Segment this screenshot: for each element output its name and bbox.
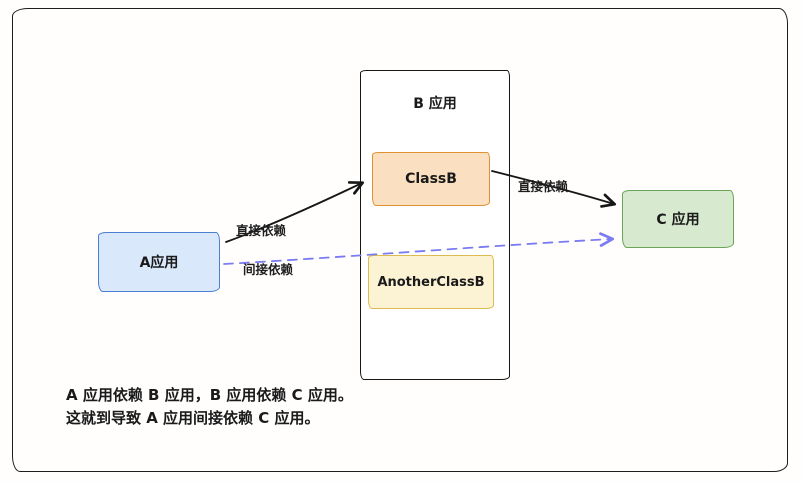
edge-label-a-to-c: 间接依赖 (243, 262, 294, 277)
caption: A 应用依赖 B 应用，B 应用依赖 C 应用。 这就到导致 A 应用间接依赖 … (66, 384, 353, 430)
node-class-b-label: ClassB (405, 171, 457, 187)
container-b-title: B 应用 (413, 96, 457, 112)
caption-line-2: 这就到导致 A 应用间接依赖 C 应用。 (66, 409, 320, 427)
caption-line-1: A 应用依赖 B 应用，B 应用依赖 C 应用。 (66, 386, 353, 404)
node-another-class-b: AnotherClassB (368, 255, 494, 309)
node-c-app: C 应用 (622, 190, 734, 248)
node-a-label: A应用 (139, 255, 179, 271)
edge-label-a-to-classb: 直接依赖 (236, 223, 287, 238)
node-another-class-b-label: AnotherClassB (377, 274, 485, 290)
container-b-app: B 应用 (360, 70, 510, 380)
node-class-b: ClassB (372, 152, 490, 206)
edge-label-classb-to-c: 直接依赖 (518, 179, 569, 194)
node-c-label: C 应用 (656, 212, 700, 228)
outer-frame (12, 8, 788, 472)
node-a-app: A应用 (98, 232, 220, 292)
